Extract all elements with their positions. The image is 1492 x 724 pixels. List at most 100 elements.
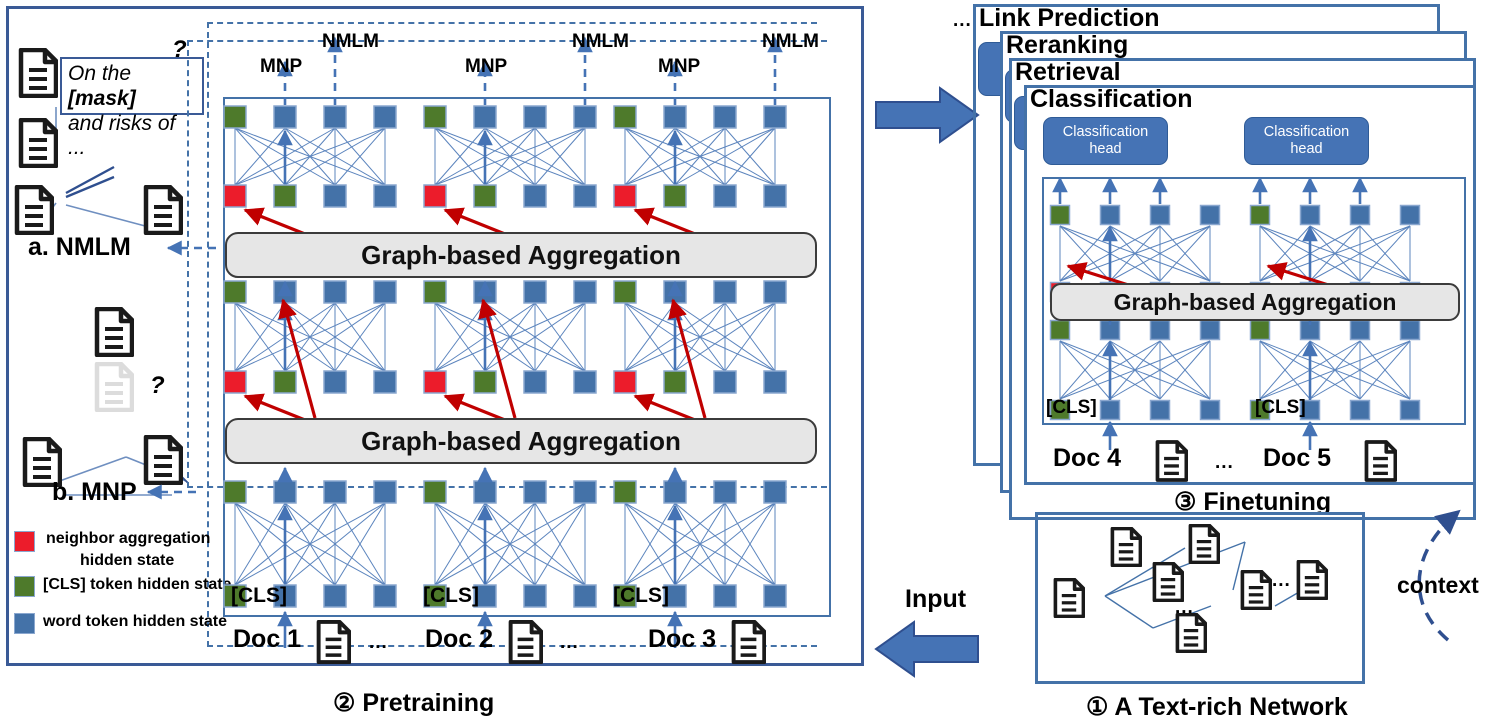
legend-label-1: [CLS] token hidden state <box>43 576 232 593</box>
doc-icon-1 <box>508 620 543 664</box>
cls-label-2: [CLS] <box>613 584 669 607</box>
network-doc-5 <box>1296 560 1328 600</box>
token-node <box>613 184 637 208</box>
token-node <box>373 184 397 208</box>
classification-head-1-line2: head <box>1290 141 1323 157</box>
finetuning-cls-label-1: [CLS] <box>1255 397 1306 418</box>
finetuning-doc-icon-1 <box>1364 440 1397 482</box>
input-arrow <box>874 620 979 678</box>
mask-callout: On the [mask] and risks of ... <box>60 57 204 159</box>
finetuning-doc-icon-0 <box>1155 440 1188 482</box>
token-node <box>1049 399 1071 421</box>
token-node <box>1149 319 1171 341</box>
token-node <box>423 480 447 504</box>
token-node <box>473 105 497 129</box>
token-node <box>1099 204 1121 226</box>
legend-swatch-0 <box>14 531 35 552</box>
token-node <box>1199 204 1221 226</box>
aggregation-bar-upper: Graph-based Aggregation <box>225 232 817 278</box>
nmlm-doc-top <box>18 48 58 98</box>
classification-head-0-line2: head <box>1089 141 1122 157</box>
token-node <box>763 480 787 504</box>
token-node <box>763 280 787 304</box>
classification-head-0-line1: Classification <box>1062 124 1149 141</box>
aggregation-bar-lower: Graph-based Aggregation <box>225 418 817 464</box>
network-doc-4 <box>1240 570 1272 610</box>
finetuning-aggregation-bar: Graph-based Aggregation <box>1050 283 1460 321</box>
doc-icon-0 <box>316 620 351 664</box>
token-node <box>1349 399 1371 421</box>
cls-label-0: [CLS] <box>231 584 287 607</box>
task-card-label-reranking: Reranking <box>1006 31 1129 59</box>
network-doc-2 <box>1152 562 1184 602</box>
token-node <box>1399 204 1421 226</box>
token-node <box>663 370 687 394</box>
head-label-mnp-0: MNP <box>260 56 303 77</box>
nmlm-doc-right <box>143 185 183 235</box>
finetuning-stage-label: ③ Finetuning <box>1174 488 1332 516</box>
token-node <box>523 105 547 129</box>
token-node <box>223 370 247 394</box>
callout-text-line2: and risks of ... <box>68 111 176 160</box>
token-node <box>573 280 597 304</box>
input-label: Input <box>905 585 967 613</box>
token-node <box>1149 204 1171 226</box>
doc-label-0: Doc 1 <box>233 625 302 653</box>
token-node <box>1249 319 1271 341</box>
head-label-mnp-2: MNP <box>658 56 701 77</box>
network-doc-0 <box>1110 527 1142 567</box>
token-node <box>573 480 597 504</box>
token-node <box>713 370 737 394</box>
classification-head-1-line1: Classification <box>1263 124 1350 141</box>
classification-head-1[interactable]: Classification head <box>1244 117 1369 165</box>
token-node <box>473 184 497 208</box>
token-node <box>473 480 497 504</box>
finetuning-doc-ellipsis: ... <box>1215 452 1234 473</box>
token-node <box>713 280 737 304</box>
nmlm-doc-mid <box>18 118 58 168</box>
token-node <box>323 370 347 394</box>
token-node <box>323 480 347 504</box>
token-node <box>663 584 687 608</box>
doc-label-1: Doc 2 <box>425 625 494 653</box>
token-node <box>613 280 637 304</box>
token-node <box>573 584 597 608</box>
legend-swatch-2 <box>14 613 35 634</box>
context-arrow <box>1417 509 1461 642</box>
token-node <box>423 105 447 129</box>
token-node <box>1349 319 1371 341</box>
mnp-doc-masked <box>94 362 134 412</box>
token-node <box>713 184 737 208</box>
doc-ellipsis-0: ... <box>369 632 388 653</box>
token-node <box>473 584 497 608</box>
token-node <box>763 184 787 208</box>
token-node <box>1299 399 1321 421</box>
callout-mask-token: [mask] <box>68 86 136 110</box>
token-node <box>223 105 247 129</box>
token-node <box>523 370 547 394</box>
token-node <box>373 480 397 504</box>
token-node <box>573 105 597 129</box>
token-node <box>323 584 347 608</box>
token-node <box>523 480 547 504</box>
token-node <box>663 105 687 129</box>
head-label-mnp-1: MNP <box>465 56 508 77</box>
token-node <box>323 280 347 304</box>
token-node <box>423 584 447 608</box>
token-node <box>1199 319 1221 341</box>
token-node <box>1149 399 1171 421</box>
head-label-nmlm-2: NMLM <box>762 31 819 52</box>
token-node <box>223 584 247 608</box>
task-card-label-link-prediction: Link Prediction <box>979 4 1160 32</box>
head-label-nmlm-0: NMLM <box>322 31 379 52</box>
mnp-doc-top <box>94 307 134 357</box>
token-node <box>613 105 637 129</box>
nmlm-doc-left <box>14 185 54 235</box>
pretraining-model-box <box>223 97 831 617</box>
legend-label-2: word token hidden state <box>43 613 228 630</box>
mnp-label: b. MNP <box>52 478 137 506</box>
pretraining-stage-label: ② Pretraining <box>333 689 495 717</box>
mnp-dashed-route <box>187 40 827 488</box>
legend-swatch-1 <box>14 576 35 597</box>
classification-head-0[interactable]: Classification head <box>1043 117 1168 165</box>
